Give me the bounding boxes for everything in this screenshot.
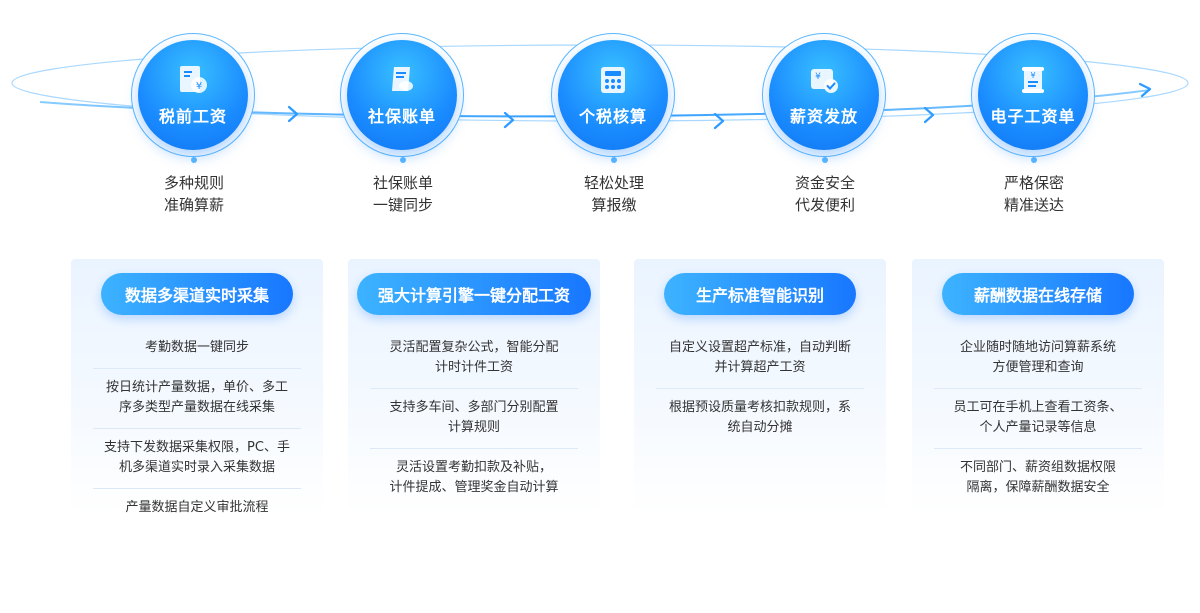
card-item: 灵活配置复杂公式，智能分配 计时计件工资 (370, 329, 578, 389)
item-line: 统自动分摊 (727, 420, 793, 435)
item-line: 按日统计产量数据，单价、多工 (105, 380, 288, 395)
step-circle: ¥ 税前工资 (138, 40, 248, 150)
svg-text:¥: ¥ (1030, 71, 1035, 80)
card-title: 强大计算引擎一键分配工资 (357, 273, 591, 315)
item-line: 计件提成、管理奖金自动计算 (389, 480, 559, 495)
step-dot (191, 157, 197, 163)
card-item: 企业随时随地访问算薪系统 方便管理和查询 (934, 329, 1142, 389)
step-dot (1031, 157, 1037, 163)
step-ring: ¥ 薪资发放 (762, 33, 886, 157)
step-circle: 社保账单 (347, 40, 457, 150)
step-social-security-bill: 社保账单 社保账单 一键同步 (340, 33, 466, 216)
step-personal-income-tax: 个税核算 轻松处理 算报缴 (551, 33, 677, 216)
card-title: 生产标准智能识别 (664, 273, 856, 315)
tax-document-icon: ¥ (180, 66, 207, 93)
card-item-list: 企业随时随地访问算薪系统 方便管理和查询 员工可在手机上查看工资条、 个人产量记… (934, 329, 1142, 508)
caption-line: 精准送达 (1003, 196, 1064, 214)
item-line: 支持多车间、多部门分别配置 (389, 400, 559, 415)
payslip-scroll-icon: ¥ (1022, 67, 1044, 93)
card-item: 支持多车间、多部门分别配置 计算规则 (370, 389, 578, 449)
feature-card-online-storage: 薪酬数据在线存储 企业随时随地访问算薪系统 方便管理和查询 员工可在手机上查看工… (912, 259, 1164, 515)
item-line: 方便管理和查询 (992, 360, 1084, 375)
caption-line: 准确算薪 (163, 196, 224, 214)
item-line: 灵活配置复杂公式，智能分配 (389, 340, 559, 355)
feature-card-calculation-engine: 强大计算引擎一键分配工资 灵活配置复杂公式，智能分配 计时计件工资 支持多车间、… (348, 259, 600, 515)
card-title: 数据多渠道实时采集 (101, 273, 293, 315)
svg-text:¥: ¥ (815, 72, 821, 82)
item-line: 不同部门、薪资组数据权限 (959, 460, 1116, 475)
card-item: 自定义设置超产标准，自动判断 并计算超产工资 (656, 329, 864, 389)
item-line: 序多类型产量数据在线采集 (118, 400, 275, 415)
step-ring: 社保账单 (340, 33, 464, 157)
step-caption: 多种规则 准确算薪 (131, 172, 257, 216)
social-security-card-icon (392, 67, 413, 91)
card-item: 根据预设质量考核扣款规则，系 统自动分摊 (656, 389, 864, 448)
step-caption: 社保账单 一键同步 (340, 172, 466, 216)
step-ring: ¥ 税前工资 (131, 33, 255, 157)
item-line: 员工可在手机上查看工资条、 (953, 400, 1123, 415)
card-item: 支持下发数据采集权限，PC、手 机多渠道实时录入采集数据 (93, 429, 301, 489)
item-line: 企业随时随地访问算薪系统 (959, 340, 1116, 355)
step-dot (611, 157, 617, 163)
svg-text:¥: ¥ (196, 81, 202, 92)
card-item: 按日统计产量数据，单价、多工 序多类型产量数据在线采集 (93, 369, 301, 429)
card-item-list: 考勤数据一键同步 按日统计产量数据，单价、多工 序多类型产量数据在线采集 支持下… (93, 329, 301, 528)
step-caption: 轻松处理 算报缴 (551, 172, 677, 216)
step-circle: ¥ 薪资发放 (769, 40, 879, 150)
card-item: 考勤数据一键同步 (93, 329, 301, 369)
step-title: 电子工资单 (990, 107, 1076, 126)
card-item: 灵活设置考勤扣款及补贴， 计件提成、管理奖金自动计算 (370, 449, 578, 508)
caption-line: 严格保密 (1003, 174, 1064, 192)
step-title: 税前工资 (158, 107, 227, 126)
step-dot (400, 157, 406, 163)
calculator-icon (601, 67, 625, 93)
item-line: 产量数据自定义审批流程 (125, 500, 269, 515)
item-line: 考勤数据一键同步 (144, 340, 249, 355)
step-ring: 个税核算 (551, 33, 675, 157)
feature-card-production-standard: 生产标准智能识别 自定义设置超产标准，自动判断 并计算超产工资 根据预设质量考核… (634, 259, 886, 515)
item-line: 隔离，保障薪酬数据安全 (966, 480, 1110, 495)
step-electronic-payslip: ¥ 电子工资单 严格保密 精准送达 (971, 33, 1097, 216)
item-line: 机多渠道实时录入采集数据 (118, 460, 275, 475)
step-title: 薪资发放 (789, 107, 858, 126)
item-line: 根据预设质量考核扣款规则，系 (668, 400, 851, 415)
item-line: 自定义设置超产标准，自动判断 (668, 340, 851, 355)
caption-line: 社保账单 (372, 174, 433, 192)
step-circle: ¥ 电子工资单 (978, 40, 1088, 150)
caption-line: 资金安全 (794, 174, 855, 192)
card-item: 员工可在手机上查看工资条、 个人产量记录等信息 (934, 389, 1142, 449)
item-line: 灵活设置考勤扣款及补贴， (395, 460, 552, 475)
item-line: 计算规则 (447, 420, 500, 435)
caption-line: 多种规则 (163, 174, 224, 192)
step-caption: 严格保密 精准送达 (971, 172, 1097, 216)
item-line: 并计算超产工资 (714, 360, 806, 375)
feature-card-data-collection: 数据多渠道实时采集 考勤数据一键同步 按日统计产量数据，单价、多工 序多类型产量… (71, 259, 323, 515)
step-caption: 资金安全 代发便利 (762, 172, 888, 216)
card-item-list: 自定义设置超产标准，自动判断 并计算超产工资 根据预设质量考核扣款规则，系 统自… (656, 329, 864, 448)
caption-line: 轻松处理 (583, 174, 644, 192)
step-title: 社保账单 (367, 107, 436, 126)
caption-line: 代发便利 (794, 196, 855, 214)
step-title: 个税核算 (578, 107, 647, 126)
step-dot (822, 157, 828, 163)
card-item-list: 灵活配置复杂公式，智能分配 计时计件工资 支持多车间、多部门分别配置 计算规则 … (370, 329, 578, 508)
caption-line: 算报缴 (591, 196, 637, 214)
card-item: 不同部门、薪资组数据权限 隔离，保障薪酬数据安全 (934, 449, 1142, 508)
item-line: 个人产量记录等信息 (979, 420, 1097, 435)
card-title: 薪酬数据在线存储 (942, 273, 1134, 315)
item-line: 计时计件工资 (434, 360, 513, 375)
step-pre-tax-salary: ¥ 税前工资 多种规则 准确算薪 (131, 33, 257, 216)
step-salary-payment: ¥ 薪资发放 资金安全 代发便利 (762, 33, 888, 216)
item-line: 支持下发数据采集权限，PC、手 (104, 440, 290, 455)
flow-arrow-icon (287, 82, 1152, 130)
card-item: 产量数据自定义审批流程 (93, 489, 301, 528)
step-ring: ¥ 电子工资单 (971, 33, 1095, 157)
step-circle: 个税核算 (558, 40, 668, 150)
caption-line: 一键同步 (372, 196, 433, 214)
salary-payment-check-icon: ¥ (811, 69, 838, 93)
